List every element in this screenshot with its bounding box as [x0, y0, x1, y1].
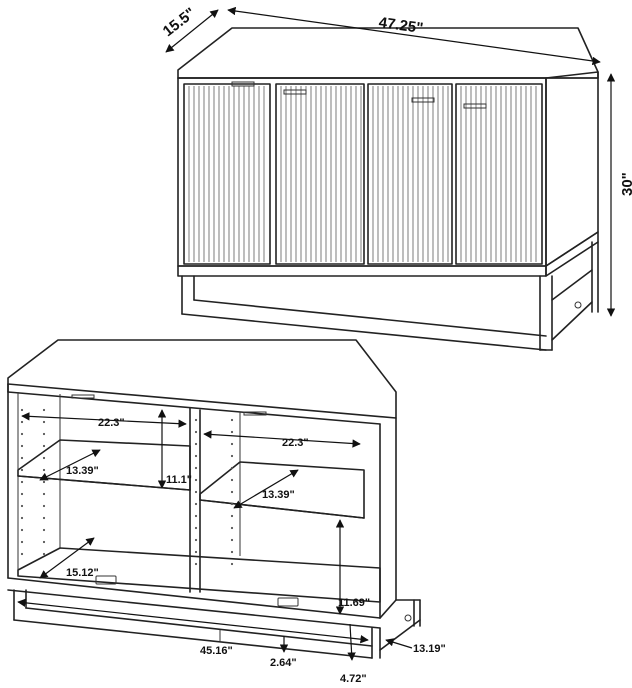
pin-hole [194, 514, 198, 518]
dim-center-panel-gap-label: 2.64" [270, 657, 297, 669]
pin-hole [20, 504, 24, 508]
pin-hole [230, 514, 234, 518]
dim-bottom-depth: 15.12" [39, 537, 99, 579]
pin-hole [230, 430, 234, 434]
pin-hole [20, 540, 24, 544]
pin-hole [42, 456, 46, 460]
dim-right-shelf-depth: 13.39" [233, 469, 299, 509]
pin-hole [20, 444, 24, 448]
dim-depth-label: 15.5" [160, 4, 199, 40]
pin-hole [20, 492, 24, 496]
pin-hole [20, 528, 24, 532]
cabinet-base-frame [177, 231, 599, 351]
closed-cabinet [177, 27, 599, 351]
pin-hole [230, 490, 234, 494]
pin-hole [194, 538, 198, 542]
pin-hole [194, 562, 198, 566]
pin-hole [20, 456, 24, 460]
dim-width: 47.25" [227, 6, 601, 66]
pin-hole [194, 442, 198, 446]
door-4 [455, 83, 543, 265]
dim-upper-opening-height: 11.1" [157, 409, 192, 489]
pin-hole [194, 550, 198, 554]
top-tab-left [71, 394, 95, 399]
dim-height: 30" [606, 73, 632, 317]
pin-hole [194, 454, 198, 458]
dim-left-shelf-width-label: 22.3" [98, 417, 125, 429]
pin-hole [20, 432, 24, 436]
pin-hole [42, 408, 46, 412]
dim-bottom-depth-label: 15.12" [66, 567, 99, 579]
cable-grommet-left [95, 575, 117, 585]
pin-hole [194, 466, 198, 470]
door-handle-2 [283, 89, 307, 95]
pin-hole [230, 466, 234, 470]
pin-hole [20, 420, 24, 424]
dim-leg-offset: 4.72" [340, 623, 367, 685]
pin-hole [230, 442, 234, 446]
dim-center-panel-gap: 2.64" [270, 636, 297, 669]
dim-upper-opening-height-label: 11.1" [166, 474, 192, 486]
pin-hole [230, 538, 234, 542]
door-handle-4 [463, 103, 487, 109]
pin-hole [230, 454, 234, 458]
pin-hole [230, 418, 234, 422]
pin-hole [20, 516, 24, 520]
dim-right-shelf-depth-label: 13.39" [262, 489, 295, 501]
dim-width-label: 47.25" [378, 14, 425, 37]
door-1 [183, 83, 271, 265]
pin-hole [42, 444, 46, 448]
dim-right-shelf-width-label: 22.3" [282, 437, 309, 449]
dim-total-inner-width: 45.16" [17, 598, 369, 657]
pin-hole [194, 490, 198, 494]
top-tab-right [243, 411, 267, 416]
dim-side-depth-label: 13.19" [413, 643, 446, 655]
door-handle-3 [411, 97, 435, 103]
pin-hole [194, 502, 198, 506]
pin-hole [42, 432, 46, 436]
pin-hole [42, 540, 46, 544]
door-3 [367, 83, 453, 265]
right-shelf [199, 461, 365, 519]
cable-grommet-right [277, 597, 299, 607]
pin-hole [194, 478, 198, 482]
pin-hole [230, 478, 234, 482]
pin-hole [20, 480, 24, 484]
pin-hole [194, 526, 198, 530]
door-2 [275, 83, 365, 265]
dim-leg-offset-label: 4.72" [340, 673, 367, 685]
dim-lower-opening-height-label: 11.69" [338, 597, 370, 609]
pin-hole [230, 526, 234, 530]
pin-hole [20, 552, 24, 556]
pin-hole [42, 468, 46, 472]
pin-hole [42, 528, 46, 532]
cabinet-doors [183, 83, 543, 265]
left-shelf [17, 439, 191, 491]
pin-hole [230, 550, 234, 554]
pin-hole [42, 420, 46, 424]
pin-hole [230, 502, 234, 506]
pin-hole [42, 516, 46, 520]
dim-side-depth: 13.19" [385, 638, 446, 655]
pin-hole [42, 504, 46, 508]
dim-left-shelf-depth: 13.39" [39, 449, 101, 481]
pin-hole [42, 492, 46, 496]
door-handle-1 [231, 81, 255, 87]
pin-hole [194, 430, 198, 434]
pin-hole [230, 562, 234, 566]
pin-hole [42, 480, 46, 484]
open-cabinet [7, 339, 421, 659]
pin-hole [20, 468, 24, 472]
pin-hole [194, 418, 198, 422]
open-cabinet-top [7, 339, 397, 419]
dim-height-label: 30" [619, 172, 632, 196]
shelf-pin-holes [20, 408, 234, 566]
dim-left-shelf-depth-label: 13.39" [66, 465, 99, 477]
dim-right-shelf-width: 22.3" [203, 430, 361, 449]
pin-hole [20, 408, 24, 412]
dim-total-inner-width-label: 45.16" [200, 645, 233, 657]
pin-hole [42, 552, 46, 556]
